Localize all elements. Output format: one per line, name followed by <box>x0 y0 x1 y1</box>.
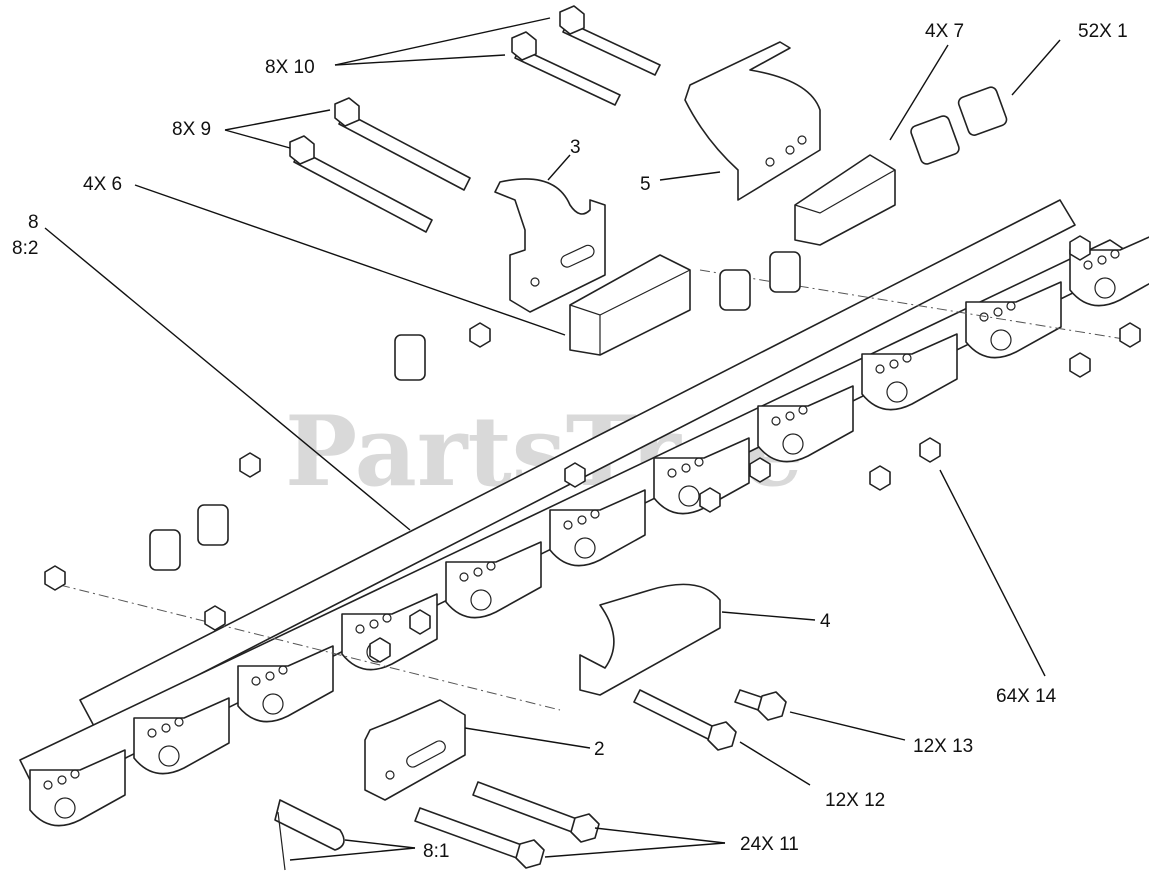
callout-8: 8 <box>28 212 39 233</box>
callout-24x11: 24X 11 <box>740 834 799 855</box>
part-5-plate <box>684 41 821 201</box>
bolts-8x9 <box>289 97 471 233</box>
chain-link-plate <box>445 541 542 619</box>
bolts-12x13 <box>734 689 787 721</box>
pin-8-1 <box>274 799 345 871</box>
hex-nut <box>1119 322 1141 348</box>
chain-link-plate <box>549 489 646 567</box>
callout-12x13: 12X 13 <box>913 736 973 757</box>
hex-nut <box>1069 352 1091 378</box>
leader-lines <box>44 17 1061 861</box>
hex-nut <box>749 457 771 483</box>
chain-link-plate <box>133 697 230 775</box>
hex-nut <box>369 637 391 663</box>
chain-link-plate <box>861 333 958 411</box>
callout-52x1: 52X 1 <box>1078 21 1128 42</box>
chain-link-plate <box>29 749 126 827</box>
part-2-bracket <box>364 699 466 801</box>
callout-4: 4 <box>820 611 831 632</box>
hex-nut <box>699 487 721 513</box>
bolts-24x11 <box>414 781 600 869</box>
callout-12x12: 12X 12 <box>825 790 885 811</box>
hex-nut <box>44 565 66 591</box>
chain-link-plate <box>653 437 750 515</box>
callout-5: 5 <box>640 174 651 195</box>
hex-nut <box>469 322 491 348</box>
callout-4x7: 4X 7 <box>925 21 964 42</box>
hex-nut <box>869 465 891 491</box>
callout-3: 3 <box>570 137 581 158</box>
hex-nut <box>204 605 226 631</box>
callout-8-1: 8:1 <box>423 841 449 862</box>
chain-link-plate <box>237 645 334 723</box>
hex-nut <box>564 462 586 488</box>
part-3-bracket <box>494 178 606 313</box>
hex-nut <box>239 452 261 478</box>
callout-64x14: 64X 14 <box>996 686 1057 707</box>
hex-nut <box>409 609 431 635</box>
callout-4x6: 4X 6 <box>83 174 122 195</box>
rollers-52x1 <box>149 86 1008 571</box>
chain-link-plate <box>965 281 1062 359</box>
callout-8-2: 8:2 <box>12 238 38 259</box>
chain-assembly <box>19 199 1149 827</box>
callout-8x10: 8X 10 <box>265 57 315 78</box>
chain-link-plate <box>341 593 438 671</box>
nuts-64x14 <box>44 235 1141 663</box>
chain-link-plate <box>757 385 854 463</box>
part-6-block <box>569 254 691 356</box>
hex-nut <box>1069 235 1091 261</box>
callout-labels: 8X 10 8X 9 4X 6 8 8:2 3 5 4X 7 52X 1 4 6… <box>12 21 1128 862</box>
bolts-12x12 <box>633 689 737 751</box>
bolts-8x10 <box>511 5 661 106</box>
callout-2: 2 <box>594 739 605 760</box>
hex-nut <box>919 437 941 463</box>
part-4-clip <box>579 583 721 696</box>
part-7-block <box>794 154 896 246</box>
callout-8x9: 8X 9 <box>172 119 211 140</box>
